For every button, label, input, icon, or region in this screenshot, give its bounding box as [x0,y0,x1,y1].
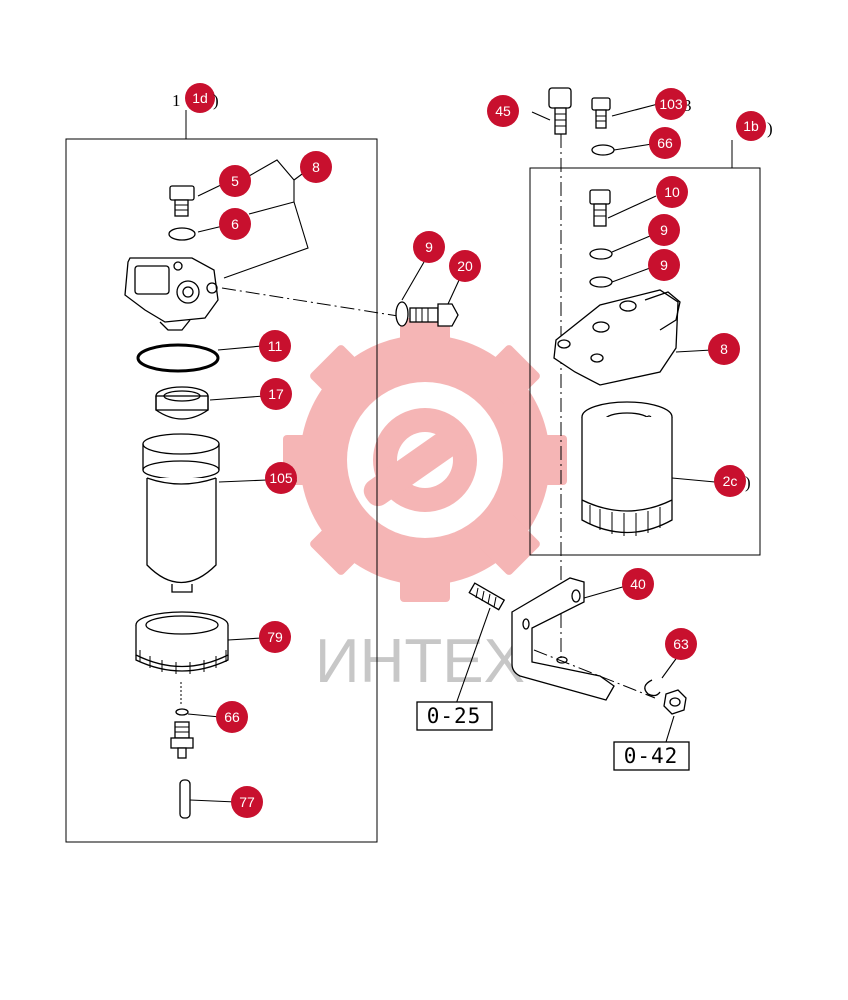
reference-0-42: 0-42 [613,741,690,771]
callout-11: 11 [259,330,291,362]
callout-103-ghost: 3 [683,96,692,115]
reference-0-42-label: 0-42 [624,744,679,768]
watermark: ИНТЕХ [283,318,567,696]
callout-79-label: 79 [267,629,283,645]
callout-103-label: 103 [659,96,683,112]
bolt-45-icon [548,87,572,135]
callout-2c-ghost: ) [745,473,751,492]
callout-77: 77 [231,786,263,818]
ring-nut-79-icon [135,611,229,674]
bolt-103-icon [591,97,611,129]
leader-lines [187,103,716,803]
bolt-10-icon [589,189,611,227]
assembly-paren-1d: ) [213,91,219,110]
callout-45-label: 45 [495,103,511,119]
washer-9a-icon [589,248,613,260]
callout-8: 8 [300,151,332,183]
gear-wrench-logo-icon [283,318,567,602]
callout-45: 45 [487,95,519,127]
callout-5-label: 5 [231,173,239,189]
assembly-label-1b-text: 1b [743,118,759,134]
callout-9-label: 9 [425,239,433,255]
middle-parts [221,287,459,327]
washer-9-icon [395,301,409,327]
callout-20: 20 [449,250,481,282]
right-parts [468,87,687,715]
nut-icon [663,689,687,715]
callout-6-label: 6 [231,216,239,232]
assembly-ghost-1d: 1 [172,91,181,110]
callout-40-label: 40 [630,576,646,592]
assembly-label-1b: 1b ) [736,111,773,141]
seal-17-icon [155,386,209,420]
assembly-label-1d: 1 1d ) [172,83,219,113]
callout-9: 9 [413,231,445,263]
filter-bowl-105-icon [142,433,220,593]
callout-20-label: 20 [457,258,473,274]
callout-66: 66 [216,701,248,733]
callout-105-label: 105 [269,470,293,486]
o-ring-11-icon [136,343,220,373]
callout-2c: ) 2c [714,465,751,497]
callout-9b-label: 9 [660,257,668,273]
assembly-1d-frame [65,110,378,843]
callout-10-label: 10 [664,184,680,200]
callout-79: 79 [259,621,291,653]
left-parts [124,185,229,819]
reference-0-25-label: 0-25 [427,704,482,728]
callout-40: 40 [622,568,654,600]
callout-66-right-label: 66 [657,135,673,151]
callout-9a-label: 9 [660,222,668,238]
reference-0-25: 0-25 [416,701,493,731]
bolt-5-icon [169,185,195,217]
callout-63-label: 63 [673,636,689,652]
callout-105: 5105 [265,462,298,494]
filter-head-right-icon [553,289,681,386]
callout-17: 17 [260,378,292,410]
callout-11-label: 11 [268,338,283,354]
filter-head-icon [124,257,219,331]
callout-66-right: 66 [649,127,681,159]
washer-6-icon [168,227,196,241]
filter-cartridge-2c-icon [581,401,673,536]
callout-9a: 9 [648,214,680,246]
assembly-1b-frame [529,140,761,556]
callout-5: 5 [219,165,251,197]
callout-9b: 9 [648,249,680,281]
banjo-bolt-20-icon [409,303,459,327]
pin-77-icon [179,779,191,819]
watermark-brand: ИНТЕХ [315,627,525,696]
callout-6: 6 [219,208,251,240]
assembly-label-1d-text: 1d [192,90,208,106]
callout-10: 10 [656,176,688,208]
callout-63: 63 [665,628,697,660]
callout-66-label: 66 [224,709,240,725]
callout-17-label: 17 [268,386,284,402]
drain-plug-icon [170,721,194,759]
callout-8-right-label: 8 [720,341,728,357]
washer-66-icon [591,144,615,156]
callout-8-label: 8 [312,159,320,175]
spring-washer-63-icon [644,679,661,697]
callout-2c-label: 2c [723,473,738,489]
callout-8-right: 8 [708,333,740,365]
callout-77-label: 77 [239,794,255,810]
bracket-40-icon [511,577,615,701]
assembly-ghost-1b: ) [767,119,773,138]
washer-9b-icon [589,276,613,288]
stud-icon [468,582,506,611]
o-ring-66-icon [175,708,189,716]
